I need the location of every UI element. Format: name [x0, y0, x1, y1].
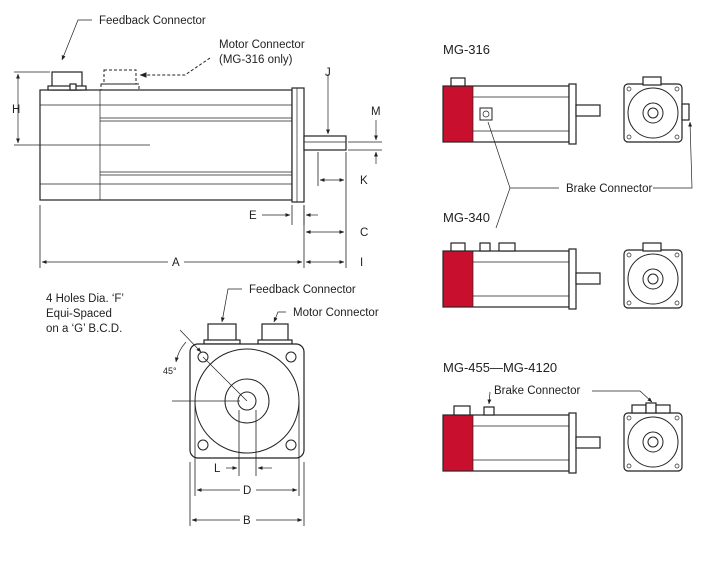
dim-M-label: M [371, 106, 381, 118]
variant-mg316: MG-316 Brake Connector [442, 42, 693, 229]
front-motor-label: Motor Connector [293, 307, 379, 319]
front-flange [291, 87, 305, 203]
mg455-front-brake-connector [645, 402, 657, 414]
dim-J-label: J [325, 67, 331, 79]
mg455-title: MG-455—MG-4120 [443, 360, 557, 375]
dim-I-label: I [360, 257, 363, 269]
dim-E-label: E [249, 210, 257, 222]
holes-label-line2: Equi-Spaced [46, 308, 112, 320]
motor-connector-dashed [103, 69, 137, 85]
dim-A-label: A [172, 257, 180, 269]
mount-hole-bl [197, 439, 209, 451]
side-view: Feedback Connector Motor Connector (MG-3… [12, 15, 382, 269]
holes-label-line3: on a ‘G’ B.C.D. [46, 323, 122, 335]
mount-hole-tr [285, 351, 297, 363]
angle-45-label: 45° [163, 366, 177, 376]
dim-L-label: L [214, 463, 221, 475]
mg316-title: MG-316 [443, 42, 490, 57]
dim-D-label: D [243, 485, 251, 497]
dim-B-label: B [243, 515, 251, 527]
brake-connector-label-2: Brake Connector [494, 385, 580, 397]
variant-mg455: MG-455—MG-4120 Brake Connector [442, 360, 683, 474]
mount-hole-br [285, 439, 297, 451]
variant-mg340: MG-340 [442, 210, 683, 310]
mg316-front-brake-connector [681, 103, 690, 121]
mg340-brake-connector [479, 242, 491, 252]
dim-H-label: H [12, 104, 20, 116]
motor-connector-note: (MG-316 only) [219, 54, 293, 66]
shaft [303, 135, 347, 151]
mg455-brake-connector [483, 406, 495, 416]
front-feedback-label: Feedback Connector [249, 284, 356, 296]
front-view: 45° 4 Holes Dia. ‘F’ Equi-Spaced on a ‘G… [46, 284, 379, 527]
motor-connector-label: Motor Connector [219, 39, 305, 51]
holes-label-line1: 4 Holes Dia. ‘F’ [46, 293, 124, 305]
feedback-connector-label: Feedback Connector [99, 15, 206, 27]
dim-K-label: K [360, 175, 368, 187]
mg340-title: MG-340 [443, 210, 490, 225]
brake-connector-label-1: Brake Connector [566, 183, 652, 195]
mg316-brake-connector [479, 107, 493, 121]
dim-C-label: C [360, 227, 368, 239]
